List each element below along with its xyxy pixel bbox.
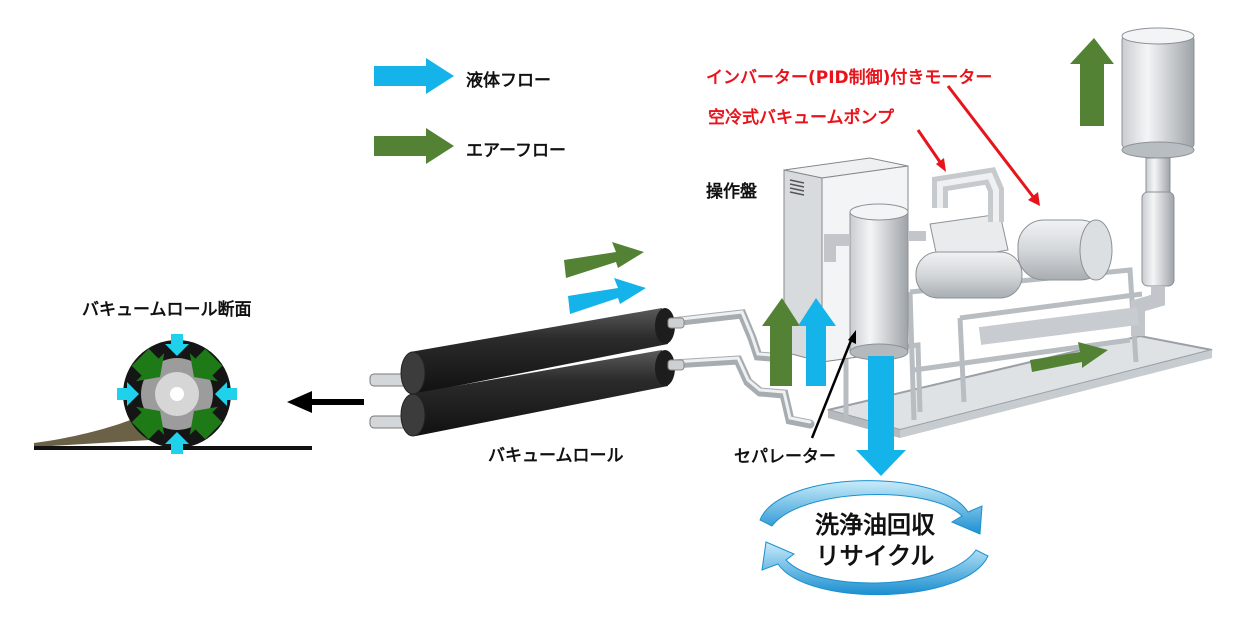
air-flow-arrow-up-separator [762,298,800,386]
recycle-cycle-icon [759,480,989,596]
recycle-label-line1: 洗浄油回収 [815,511,935,539]
motor-label: インバーター(PID制御)付きモーター [706,68,993,88]
legend-liquid-label: 液体フロー [466,71,551,91]
liquid-flow-arrow-rolls [568,278,646,314]
recycle-label-line2: リサイクル [815,542,935,570]
legend-air-arrow-icon [374,128,454,164]
vacuum-roll-lower [369,350,685,437]
vacuum-roll-pipes-highlight [670,310,812,424]
pointer-arrow-icon [287,391,364,413]
callout-arrow-motor-icon [946,85,1040,206]
liquid-flow-arrow-down-drain [856,356,906,476]
liquid-flow-arrow-up-separator [798,298,836,386]
air-flow-arrow-rolls [564,242,644,278]
air-cooled-vacuum-pump [915,167,1023,299]
vacuum-roll-upper [369,308,685,395]
air-flow-arrow-up-stack [1070,38,1114,126]
control-panel-label: 操作盤 [706,182,757,202]
legend-liquid-arrow-icon [374,58,454,94]
vacuum-roll-label: バキュームロール [488,446,624,466]
legend-air-label: エアーフロー [466,141,566,161]
pump-label: 空冷式バキュームポンプ [708,108,894,128]
callout-arrow-separator-icon [810,330,856,439]
separator-label: セパレーター [734,447,836,467]
exhaust-silencer [978,27,1195,345]
air-flow-arrow-skid [1030,342,1108,372]
inverter-motor [1017,219,1113,281]
roll-cross-section-label: バキュームロール断面 [82,300,252,320]
callout-arrow-pump-icon [916,129,946,172]
recycle-label: 洗浄油回収 リサイクル [800,510,950,572]
roll-cross-section-icon [117,334,237,454]
